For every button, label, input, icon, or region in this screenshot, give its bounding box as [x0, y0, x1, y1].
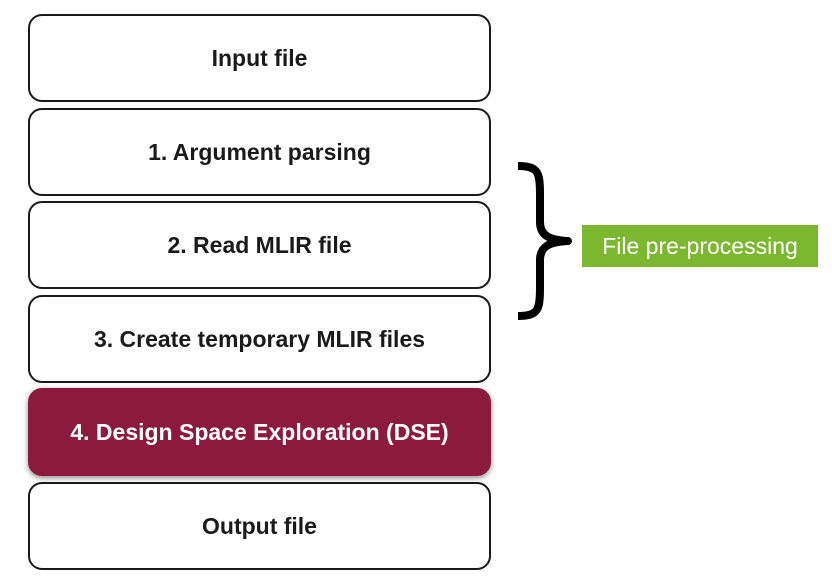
curly-brace-icon [517, 162, 572, 320]
group-label-file-pre-processing: File pre-processing [582, 225, 818, 267]
step-argument-parsing: 1. Argument parsing [28, 108, 491, 196]
step-label: 1. Argument parsing [148, 138, 371, 165]
step-label: 4. Design Space Exploration (DSE) [70, 418, 449, 445]
group-label-text: File pre-processing [602, 232, 798, 259]
step-create-temporary-mlir-files: 3. Create temporary MLIR files [28, 295, 491, 383]
step-label: Input file [211, 44, 308, 71]
step-input-file: Input file [28, 14, 491, 102]
step-label: 2. Read MLIR file [167, 231, 352, 258]
step-read-mlir-file: 2. Read MLIR file [28, 201, 491, 289]
step-design-space-exploration: 4. Design Space Exploration (DSE) [28, 388, 491, 476]
step-label: Output file [202, 512, 317, 539]
step-output-file: Output file [28, 482, 491, 570]
step-label: 3. Create temporary MLIR files [93, 325, 426, 352]
